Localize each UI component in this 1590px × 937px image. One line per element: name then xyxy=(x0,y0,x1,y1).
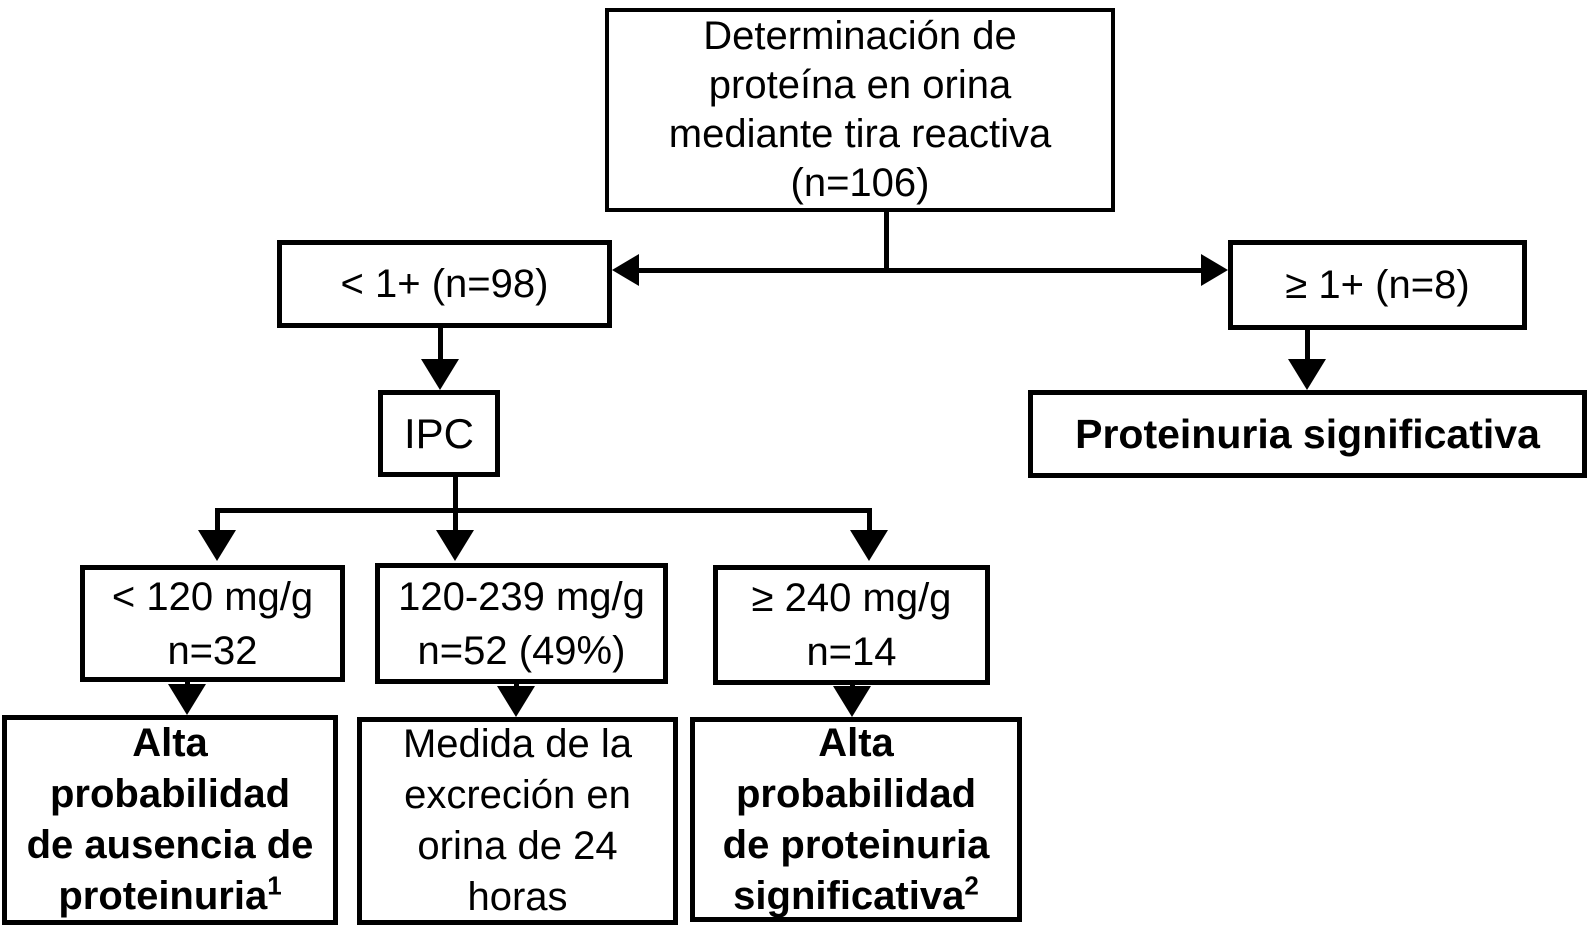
node-ipc: IPC xyxy=(378,390,500,477)
node-text-line: probabilidad xyxy=(50,772,290,816)
arrow-down-icon xyxy=(421,359,459,390)
connector-ipc-stub xyxy=(453,477,458,513)
node-text-fragment: proteinuria xyxy=(58,874,268,918)
node-text-line: IPC xyxy=(403,409,474,457)
node-text-line: n=14 xyxy=(806,630,897,674)
footnote-marker-2: 2 xyxy=(964,870,979,901)
node-text-line: ≥ 1+ (n=8) xyxy=(1285,262,1470,307)
node-significant-proteinuria: Proteinuria significativa xyxy=(1028,390,1587,478)
node-text-line: significativa2 xyxy=(733,871,979,922)
node-text-line: 120-239 mg/g xyxy=(398,574,645,619)
arrow-left-icon xyxy=(612,254,639,286)
arrow-down-icon xyxy=(168,684,206,715)
node-branch-greater-equal-1plus: ≥ 1+ (n=8) xyxy=(1228,240,1527,330)
arrow-down-icon xyxy=(436,530,474,561)
node-cat-less-120: < 120 mg/g n=32 xyxy=(80,565,345,682)
connector-to-cat1 xyxy=(215,513,220,532)
node-text-line: < 1+ (n=98) xyxy=(340,261,549,306)
arrow-down-icon xyxy=(850,530,888,561)
connector-to-cat3 xyxy=(867,513,872,532)
node-text-line: n=52 (49%) xyxy=(417,628,626,673)
node-text-line: proteína en orina xyxy=(708,63,1012,107)
node-text-line: orina de 24 xyxy=(417,824,618,868)
connector-to-cat2 xyxy=(453,513,458,532)
arrow-down-icon xyxy=(497,686,535,717)
connector-high-to-significant xyxy=(1305,330,1310,362)
node-text-line: proteinuria1 xyxy=(58,871,281,922)
node-outcome-significant-proteinuria: Alta probabilidad de proteinuria signifi… xyxy=(690,717,1022,922)
node-text-line: Alta xyxy=(132,721,208,765)
node-text-line: < 120 mg/g xyxy=(111,574,314,619)
node-text-line: probabilidad xyxy=(736,771,976,816)
node-root-dipstick: Determinación de proteína en orina media… xyxy=(605,8,1115,212)
node-outcome-24h-urine: Medida de la excreción en orina de 24 ho… xyxy=(357,717,678,925)
node-text-fragment: significativa xyxy=(733,873,965,918)
connector-top-split xyxy=(634,268,1204,273)
node-text-line: (n=106) xyxy=(790,161,930,205)
node-cat-120-239: 120-239 mg/g n=52 (49%) xyxy=(375,563,668,684)
node-text-line: Determinación de xyxy=(703,14,1017,58)
connector-low-to-ipc xyxy=(438,328,443,362)
node-text-line: Alta xyxy=(818,720,894,765)
node-text-line: Medida de la xyxy=(402,722,633,766)
arrow-down-icon xyxy=(1288,359,1326,390)
node-text-line: mediante tira reactiva xyxy=(668,112,1052,156)
node-text-line: horas xyxy=(467,875,568,919)
node-text-line: Proteinuria significativa xyxy=(1075,410,1540,457)
node-text-line: n=32 xyxy=(167,628,258,673)
node-cat-greater-equal-240: ≥ 240 mg/g n=14 xyxy=(713,565,990,685)
arrow-down-icon xyxy=(833,686,871,717)
connector-ipc-split xyxy=(215,508,872,513)
footnote-marker-1: 1 xyxy=(267,870,282,901)
node-outcome-absence-proteinuria: Alta probabilidad de ausencia de protein… xyxy=(2,715,338,925)
node-text-line: de ausencia de xyxy=(26,823,314,867)
node-text-line: de proteinuria xyxy=(722,822,990,867)
arrow-down-icon xyxy=(198,530,236,561)
node-branch-less-than-1plus: < 1+ (n=98) xyxy=(277,240,612,328)
node-text-line: excreción en xyxy=(404,773,631,817)
node-text-line: ≥ 240 mg/g xyxy=(751,576,952,620)
arrow-right-icon xyxy=(1201,254,1228,286)
connector-root-stub xyxy=(884,212,889,270)
